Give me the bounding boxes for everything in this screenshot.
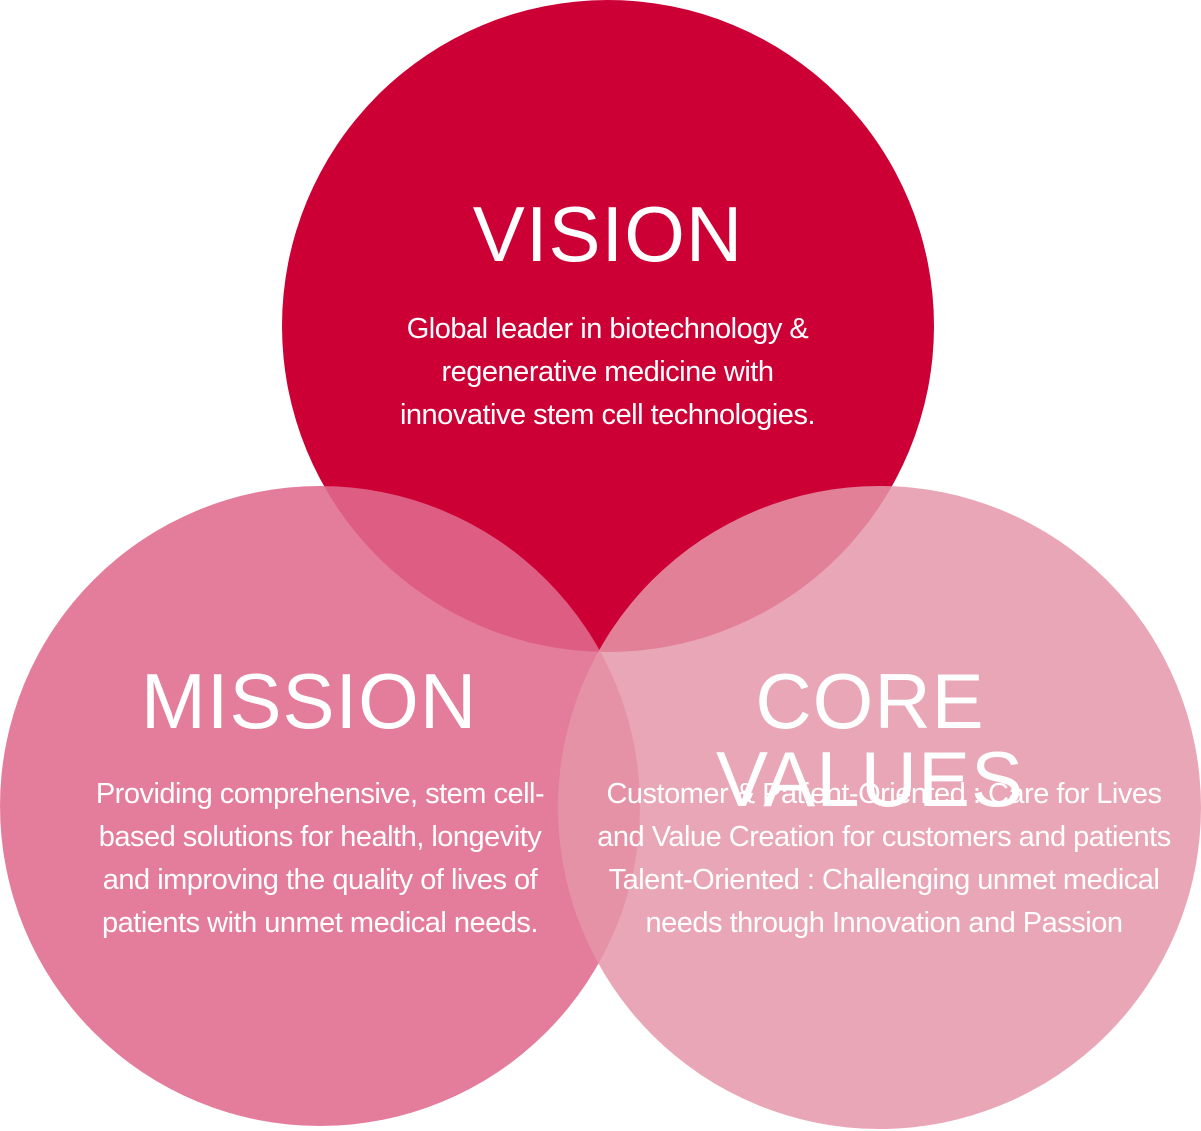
mission-line: patients with unmet medical needs. xyxy=(102,907,538,939)
mission-title: MISSION xyxy=(140,657,478,745)
mission-circle xyxy=(0,486,640,1126)
vision-title: VISION xyxy=(472,190,744,278)
vision-line: regenerative medicine with xyxy=(441,356,774,388)
mission-line: Providing comprehensive, stem cell- xyxy=(95,778,545,810)
core-values-line: Customer & Patient-Oriented : Care for L… xyxy=(606,778,1162,810)
core-values-line: needs through Innovation and Passion xyxy=(645,907,1123,939)
core-values-line: and Value Creation for customers and pat… xyxy=(597,821,1171,853)
mission-description: Providing comprehensive, stem cell- base… xyxy=(56,773,584,945)
mission-line: based solutions for health, longevity xyxy=(98,821,542,853)
mission-line: and improving the quality of lives of xyxy=(102,864,538,896)
vision-description: Global leader in biotechnology & regener… xyxy=(340,308,875,437)
vision-line: Global leader in biotechnology & xyxy=(406,313,809,345)
vision-line: innovative stem cell technologies. xyxy=(399,399,816,431)
core-values-description: Customer & Patient-Oriented : Care for L… xyxy=(568,773,1200,945)
core-values-title: CORE VALUES xyxy=(715,657,1025,823)
core-values-circle xyxy=(558,486,1201,1129)
core-values-line: Talent-Oriented : Challenging unmet medi… xyxy=(608,864,1160,896)
